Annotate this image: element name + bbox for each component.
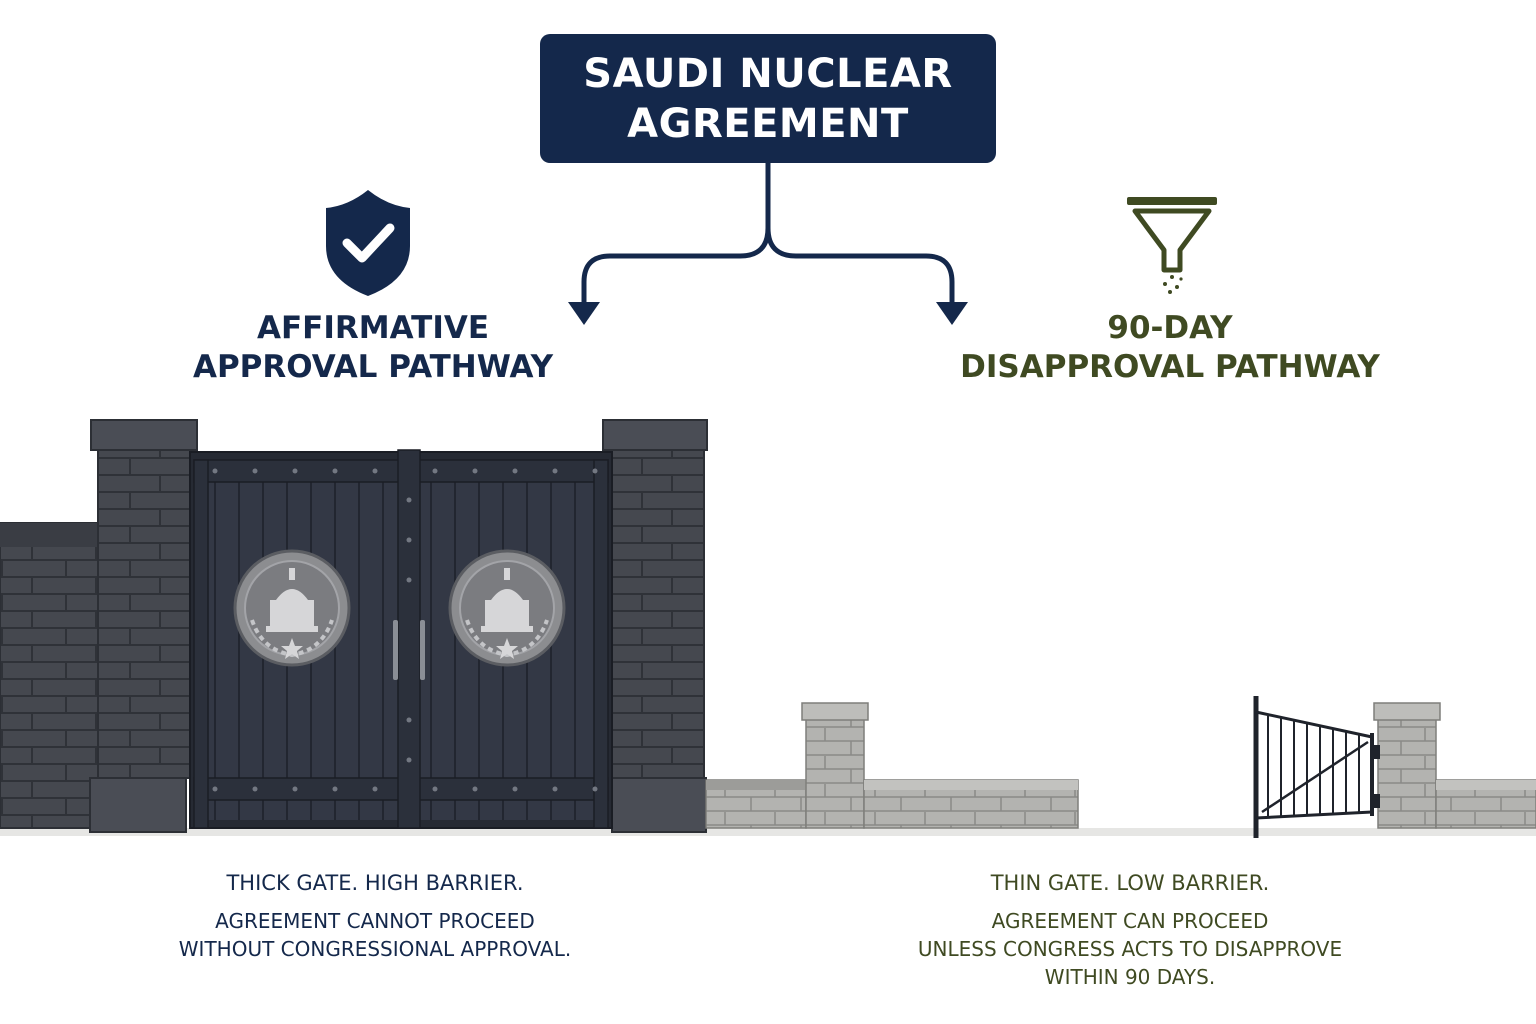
disapproval-caption-line-3: WITHIN 90 DAYS.	[1044, 965, 1216, 989]
affirmative-caption: THICK GATE. HIGH BARRIER. AGREEMENT CANN…	[120, 869, 630, 963]
affirmative-heading-line-1: AFFIRMATIVE	[256, 310, 490, 346]
disapproval-caption: THIN GATE. LOW BARRIER. AGREEMENT CAN PR…	[880, 869, 1380, 991]
capitol-seal-right	[448, 549, 566, 667]
title-line-2: AGREEMENT	[627, 100, 909, 147]
thin-gate	[1253, 696, 1374, 838]
low-pillar-1	[801, 702, 869, 829]
disapproval-heading-line-2: DISAPPROVAL PATHWAY	[960, 349, 1380, 385]
disapproval-caption-line-1: AGREEMENT CAN PROCEED	[991, 909, 1269, 933]
affirmative-heading-line-2: APPROVAL PATHWAY	[192, 349, 554, 385]
disapproval-caption-head: THIN GATE. LOW BARRIER.	[990, 871, 1270, 895]
affirmative-pathway-heading: AFFIRMATIVE APPROVAL PATHWAY	[170, 309, 576, 387]
shield-check-icon	[326, 190, 410, 296]
branch-connector	[581, 160, 955, 308]
disapproval-caption-line-2: UNLESS CONGRESS ACTS TO DISAPPROVE	[917, 937, 1343, 961]
thin-gate-structure	[705, 696, 1536, 838]
high-wall	[0, 522, 99, 829]
title-line-1: SAUDI NUCLEAR	[583, 50, 953, 97]
arrow-left-icon	[568, 302, 600, 325]
affirmative-caption-head: THICK GATE. HIGH BARRIER.	[226, 871, 524, 895]
arrow-right-icon	[936, 302, 968, 325]
funnel-icon	[1127, 197, 1217, 294]
low-pillar-2	[1372, 702, 1441, 829]
title-box: SAUDI NUCLEAR AGREEMENT	[540, 34, 996, 163]
affirmative-caption-line-2: WITHOUT CONGRESSIONAL APPROVAL.	[178, 937, 572, 961]
capitol-seal-left	[233, 549, 351, 667]
thick-gate-structure	[0, 419, 708, 833]
affirmative-caption-line-1: AGREEMENT CANNOT PROCEED	[215, 909, 535, 933]
disapproval-heading-line-1: 90-DAY	[1107, 310, 1233, 346]
gate-pillar-left	[89, 419, 198, 833]
gate-pillar-right	[602, 419, 708, 833]
ground-shadow	[0, 828, 1536, 836]
disapproval-pathway-heading: 90-DAY DISAPPROVAL PATHWAY	[960, 309, 1380, 387]
